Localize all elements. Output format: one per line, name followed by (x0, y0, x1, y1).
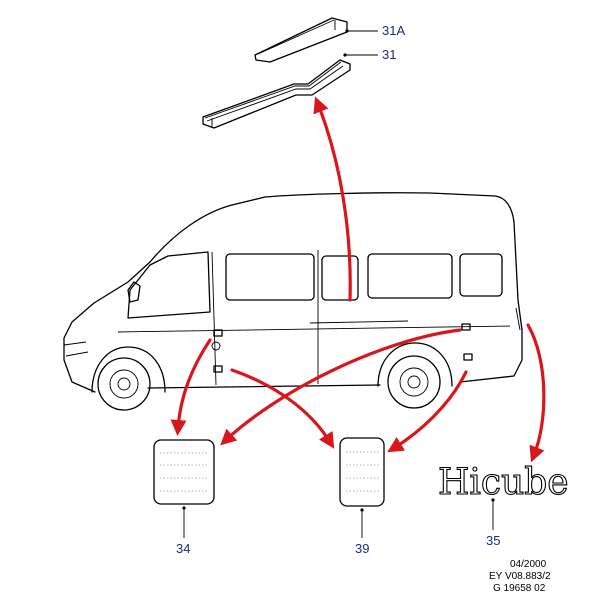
leader-31a (345, 29, 378, 33)
arrow-roof (313, 96, 352, 302)
hicube-emblem-35: Hicube (437, 461, 569, 530)
arrow-front-to-39 (230, 368, 335, 449)
footer-date: 04/2000 (510, 559, 547, 570)
arrow-rear-to-34 (220, 328, 462, 446)
callout-31a: 31A (382, 23, 405, 38)
footer-ref: EY V08.883/2 (489, 571, 551, 582)
callout-39: 39 (355, 541, 369, 556)
roof-seal-strip-31 (202, 59, 351, 129)
callout-34: 34 (176, 541, 190, 556)
footer-drawing-no: G 19658 02 (493, 583, 546, 594)
decal-panel-34 (153, 439, 215, 538)
arrow-rear-to-35 (526, 323, 546, 463)
callout-31: 31 (382, 47, 396, 62)
location-arrows (170, 96, 546, 463)
arrow-front-to-34 (170, 338, 212, 436)
callout-35: 35 (486, 533, 500, 548)
roof-trim-cover-31a (254, 17, 348, 63)
decal-panel-39 (339, 437, 385, 538)
van-outline (63, 192, 523, 411)
arrow-rear-to-39 (387, 370, 468, 453)
hicube-emblem-text: Hicube (438, 462, 569, 503)
leader-31 (343, 53, 378, 57)
